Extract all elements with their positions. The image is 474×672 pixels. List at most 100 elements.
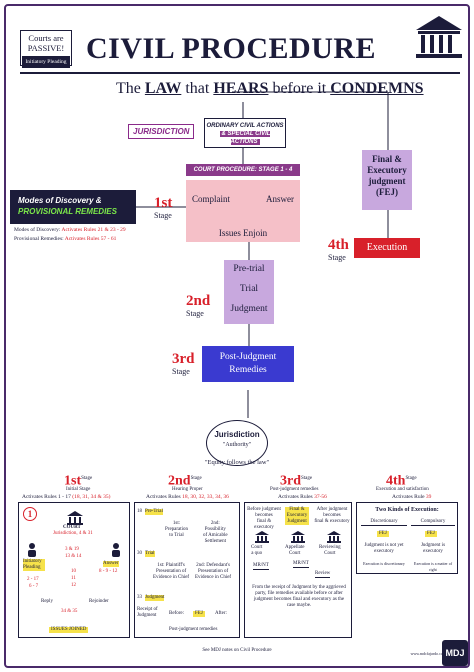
bottom-stage3-num: 3rd: [280, 473, 301, 489]
p4-j1: Judgment is not yet executory: [361, 543, 407, 555]
post-judgment-line1: Post-Judgment: [219, 352, 277, 362]
footer-url: www.mdcfajardo.com: [410, 651, 446, 656]
bottom-stage3-word: Stage: [301, 476, 313, 481]
p4-j1-a: Judgment is not yet: [364, 543, 404, 548]
p1-r1: 3 & 19: [65, 547, 79, 552]
fej-line1: Final &: [372, 154, 402, 164]
p4-compulsory: Compulsory: [411, 519, 455, 526]
bottom-stage2-sub: Hearing Proper: [172, 487, 203, 492]
modes-line1: Modes of Discovery &: [18, 196, 102, 205]
p3-after-2: becomes: [323, 513, 341, 518]
bottom-stage1-sub: Initial Stage: [66, 487, 91, 492]
header-rule: [20, 72, 460, 74]
bottom-stage4-word: Stage: [405, 476, 417, 481]
page-frame: [4, 4, 470, 668]
stage1-box: Complaint Answer Issues Enjoin: [186, 180, 300, 242]
bottom-stage2-num: 2nd: [168, 473, 191, 489]
bottom-stage2-word: Stage: [190, 476, 202, 481]
discovery-rules: Activates Rules 21 & 23 - 29: [61, 227, 126, 233]
p4-fej1: FEJ: [377, 531, 389, 537]
p3-fej: Final & Executory Judgment: [285, 507, 309, 525]
p2-post: Post-judgment remedies: [169, 627, 218, 632]
s3-rules-pre: Activates Rules: [278, 494, 315, 500]
execution-box: Execution: [354, 238, 420, 258]
tagline-law: LAW: [144, 80, 182, 97]
stage3-panel: Before judgment becomes final & executor…: [244, 502, 352, 638]
tagline-mid2: before it: [268, 80, 331, 97]
fej-box: Final & Executory judgment (FEJ): [362, 150, 412, 210]
flow-connectors: [136, 91, 389, 418]
bottom-stage1-word: Stage: [81, 476, 93, 481]
answer-label: Answer: [266, 194, 294, 204]
p3-mr2: MR/NT: [293, 561, 309, 568]
post-judgment-line2: Remedies: [229, 365, 267, 375]
provisional-label: Provisional Remedies:: [14, 236, 65, 242]
p2-2nd-b: Possibility: [204, 527, 226, 532]
modes-info: Modes of Discovery: Activates Rules 21 &…: [14, 226, 126, 244]
bottom-stage1-num: 1st: [64, 473, 82, 489]
p3-before-1: Before judgment: [247, 507, 281, 512]
stage4-num: 4th: [328, 237, 349, 253]
stage4-label: 4th Stage: [328, 237, 349, 263]
p3-note: From the receipt of Judgment by the aggr…: [252, 585, 346, 608]
p2-defendant-evid: 2nd: Defendant's Presentation of Evidenc…: [195, 563, 231, 581]
modes-of-discovery-box: Modes of Discovery & PROVISIONAL REMEDIE…: [10, 190, 136, 224]
jurisdiction-title: Jurisdiction: [214, 430, 260, 439]
s1-rules-pre: Activates Rules 1 - 17: [22, 494, 73, 500]
tagline-hears: HEARS: [213, 80, 269, 97]
stage2-label: 2nd Stage: [186, 293, 211, 319]
jurisdiction-circle: [206, 420, 268, 466]
p2-judgment: Judgment: [145, 595, 165, 601]
p4-fej2: FEJ: [425, 531, 437, 537]
stage3-word: Stage: [172, 367, 190, 376]
p3-after: After judgment becomes final & executory: [313, 507, 351, 525]
p1-jurisdiction: Jurisdiction, 4 & 31: [53, 531, 93, 536]
issues-enjoin-label: Issues Enjoin: [218, 228, 268, 238]
stage2-box: Pre-trial Trial Judgment: [224, 260, 274, 324]
defendant-icon: [112, 543, 120, 557]
p1-reply: Reply: [41, 599, 53, 604]
passive-note: Courts are PASSIVE! Initiatory Pleading: [20, 30, 72, 68]
appellate-court-icon: [291, 531, 305, 543]
p3-court2-a: Appellate: [285, 545, 305, 550]
bottom-stage3: 3rdStage: [280, 472, 312, 489]
p4-e2: Execution is a matter of right: [413, 561, 453, 572]
stage1-num: 1st: [154, 195, 173, 211]
courthouse-icon: [416, 16, 462, 58]
stage3-label: 3rd Stage: [172, 352, 195, 377]
tagline-mid1: that: [181, 80, 214, 97]
stage2-panel: 18 Pre-Trial 1st: Preparation to Trial 2…: [134, 502, 240, 638]
p2-1st-a: 1st:: [172, 521, 181, 526]
passive-line1: Courts are: [28, 33, 64, 43]
s4-rules: 39: [425, 494, 432, 500]
mdj-logo: MDJ: [442, 640, 468, 666]
p1-r2: 13 & 14: [65, 554, 82, 559]
panel1-number: 1: [23, 507, 37, 521]
complaint-label: Complaint: [192, 194, 230, 204]
p4-j2-a: Judgment is: [420, 543, 446, 548]
p2-receipt: Receipt of Judgment: [137, 607, 158, 619]
s1-rules: (18, 31, 34 & 35): [72, 494, 111, 500]
p4-j1-b: executory: [374, 549, 394, 554]
p3-before-3: final & executory: [254, 519, 274, 530]
p2-before: Before:: [169, 611, 184, 616]
fej-line2: Executory: [367, 165, 407, 175]
passive-tag: Initiatory Pleading: [22, 56, 70, 68]
s4-rules-pre: Activates Rule: [392, 494, 426, 500]
bottom-stage1-rules: Activates Rules 1 - 17 (18, 31, 34 & 35): [22, 494, 110, 500]
discovery-label: Modes of Discovery:: [14, 227, 62, 233]
stage2-num: 2nd: [186, 293, 211, 309]
reviewing-court-icon: [327, 531, 341, 543]
p2-after: After:: [215, 611, 227, 616]
ordinary-civil-actions: ORDINARY CIVIL ACTIONS & SPECIAL CIVIL A…: [204, 118, 286, 148]
p3-review: Review: [315, 571, 331, 578]
bottom-stage2-rules: Activates Rules 18, 30, 32, 33, 34, 36: [146, 494, 229, 500]
stage3-box: Post-Judgment Remedies: [202, 346, 294, 382]
p1-initiatory: Initiatory Pleading: [23, 559, 45, 571]
ordinary-line1: ORDINARY CIVIL ACTIONS: [206, 123, 284, 129]
stage4-word: Stage: [328, 253, 346, 262]
p2-1st-c: to Trial: [169, 533, 184, 538]
bottom-stage3-rules: Activates Rules 37-56: [278, 494, 327, 500]
fej-line4: (FEJ): [376, 187, 398, 197]
